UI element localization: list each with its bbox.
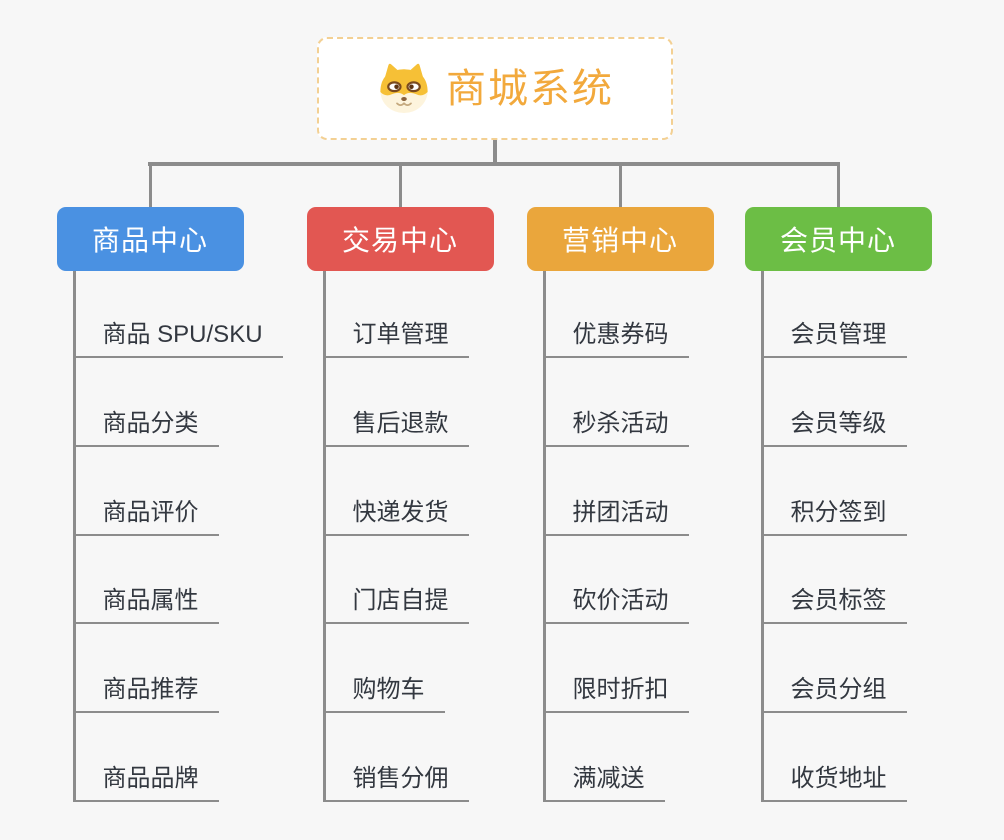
connector-branch-spine (760, 271, 764, 802)
leaf-item[interactable]: 商品属性 (72, 578, 219, 625)
connector-branch-drop (618, 162, 622, 207)
branch-label: 会员中心 (779, 225, 896, 256)
branch-label: 交易中心 (341, 225, 458, 256)
branch-label: 商品中心 (91, 225, 208, 256)
connector-branch-drop (398, 162, 402, 207)
root-node[interactable]: 商城系统 (317, 37, 673, 140)
connector-branch-drop (148, 162, 152, 207)
leaf-item[interactable]: 砍价活动 (542, 578, 689, 625)
leaf-item[interactable]: 优惠券码 (542, 312, 689, 358)
connector-root-stem (493, 140, 497, 162)
leaf-item[interactable]: 积分签到 (760, 490, 907, 536)
branch-node-4[interactable]: 会员中心 (744, 207, 932, 271)
branch-node-1[interactable]: 商品中心 (56, 207, 244, 271)
connector-branch-drop (836, 162, 840, 207)
branch-node-2[interactable]: 交易中心 (306, 207, 494, 271)
leaf-item[interactable]: 商品 SPU/SKU (72, 312, 283, 358)
connector-branch-spine (322, 271, 326, 802)
connector-horizontal-rail (148, 162, 840, 166)
leaf-item[interactable]: 商品推荐 (72, 667, 219, 714)
leaf-item[interactable]: 会员分组 (760, 667, 907, 714)
leaf-item[interactable]: 满减送 (542, 756, 665, 802)
leaf-item[interactable]: 商品分类 (72, 401, 219, 447)
connector-branch-spine (72, 271, 76, 802)
connector-branch-spine (542, 271, 546, 802)
leaf-item[interactable]: 订单管理 (322, 312, 469, 358)
leaf-item[interactable]: 快递发货 (322, 490, 469, 536)
leaf-item[interactable]: 限时折扣 (542, 667, 689, 714)
branch-node-3[interactable]: 营销中心 (526, 207, 714, 271)
dog-face-icon (380, 63, 428, 113)
leaf-item[interactable]: 会员管理 (760, 312, 907, 358)
leaf-item[interactable]: 会员标签 (760, 578, 907, 625)
leaf-item[interactable]: 秒杀活动 (542, 401, 689, 447)
leaf-item[interactable]: 销售分佣 (322, 756, 469, 802)
leaf-item[interactable]: 商品品牌 (72, 756, 219, 802)
leaf-item[interactable]: 门店自提 (322, 578, 469, 625)
branch-label: 营销中心 (561, 225, 678, 256)
leaf-item[interactable]: 收货地址 (760, 756, 907, 802)
root-title: 商城系统 (446, 66, 614, 111)
leaf-item[interactable]: 商品评价 (72, 490, 219, 536)
leaf-item[interactable]: 购物车 (322, 667, 445, 714)
leaf-item[interactable]: 会员等级 (760, 401, 907, 447)
leaf-item[interactable]: 拼团活动 (542, 490, 689, 536)
leaf-item[interactable]: 售后退款 (322, 401, 469, 447)
